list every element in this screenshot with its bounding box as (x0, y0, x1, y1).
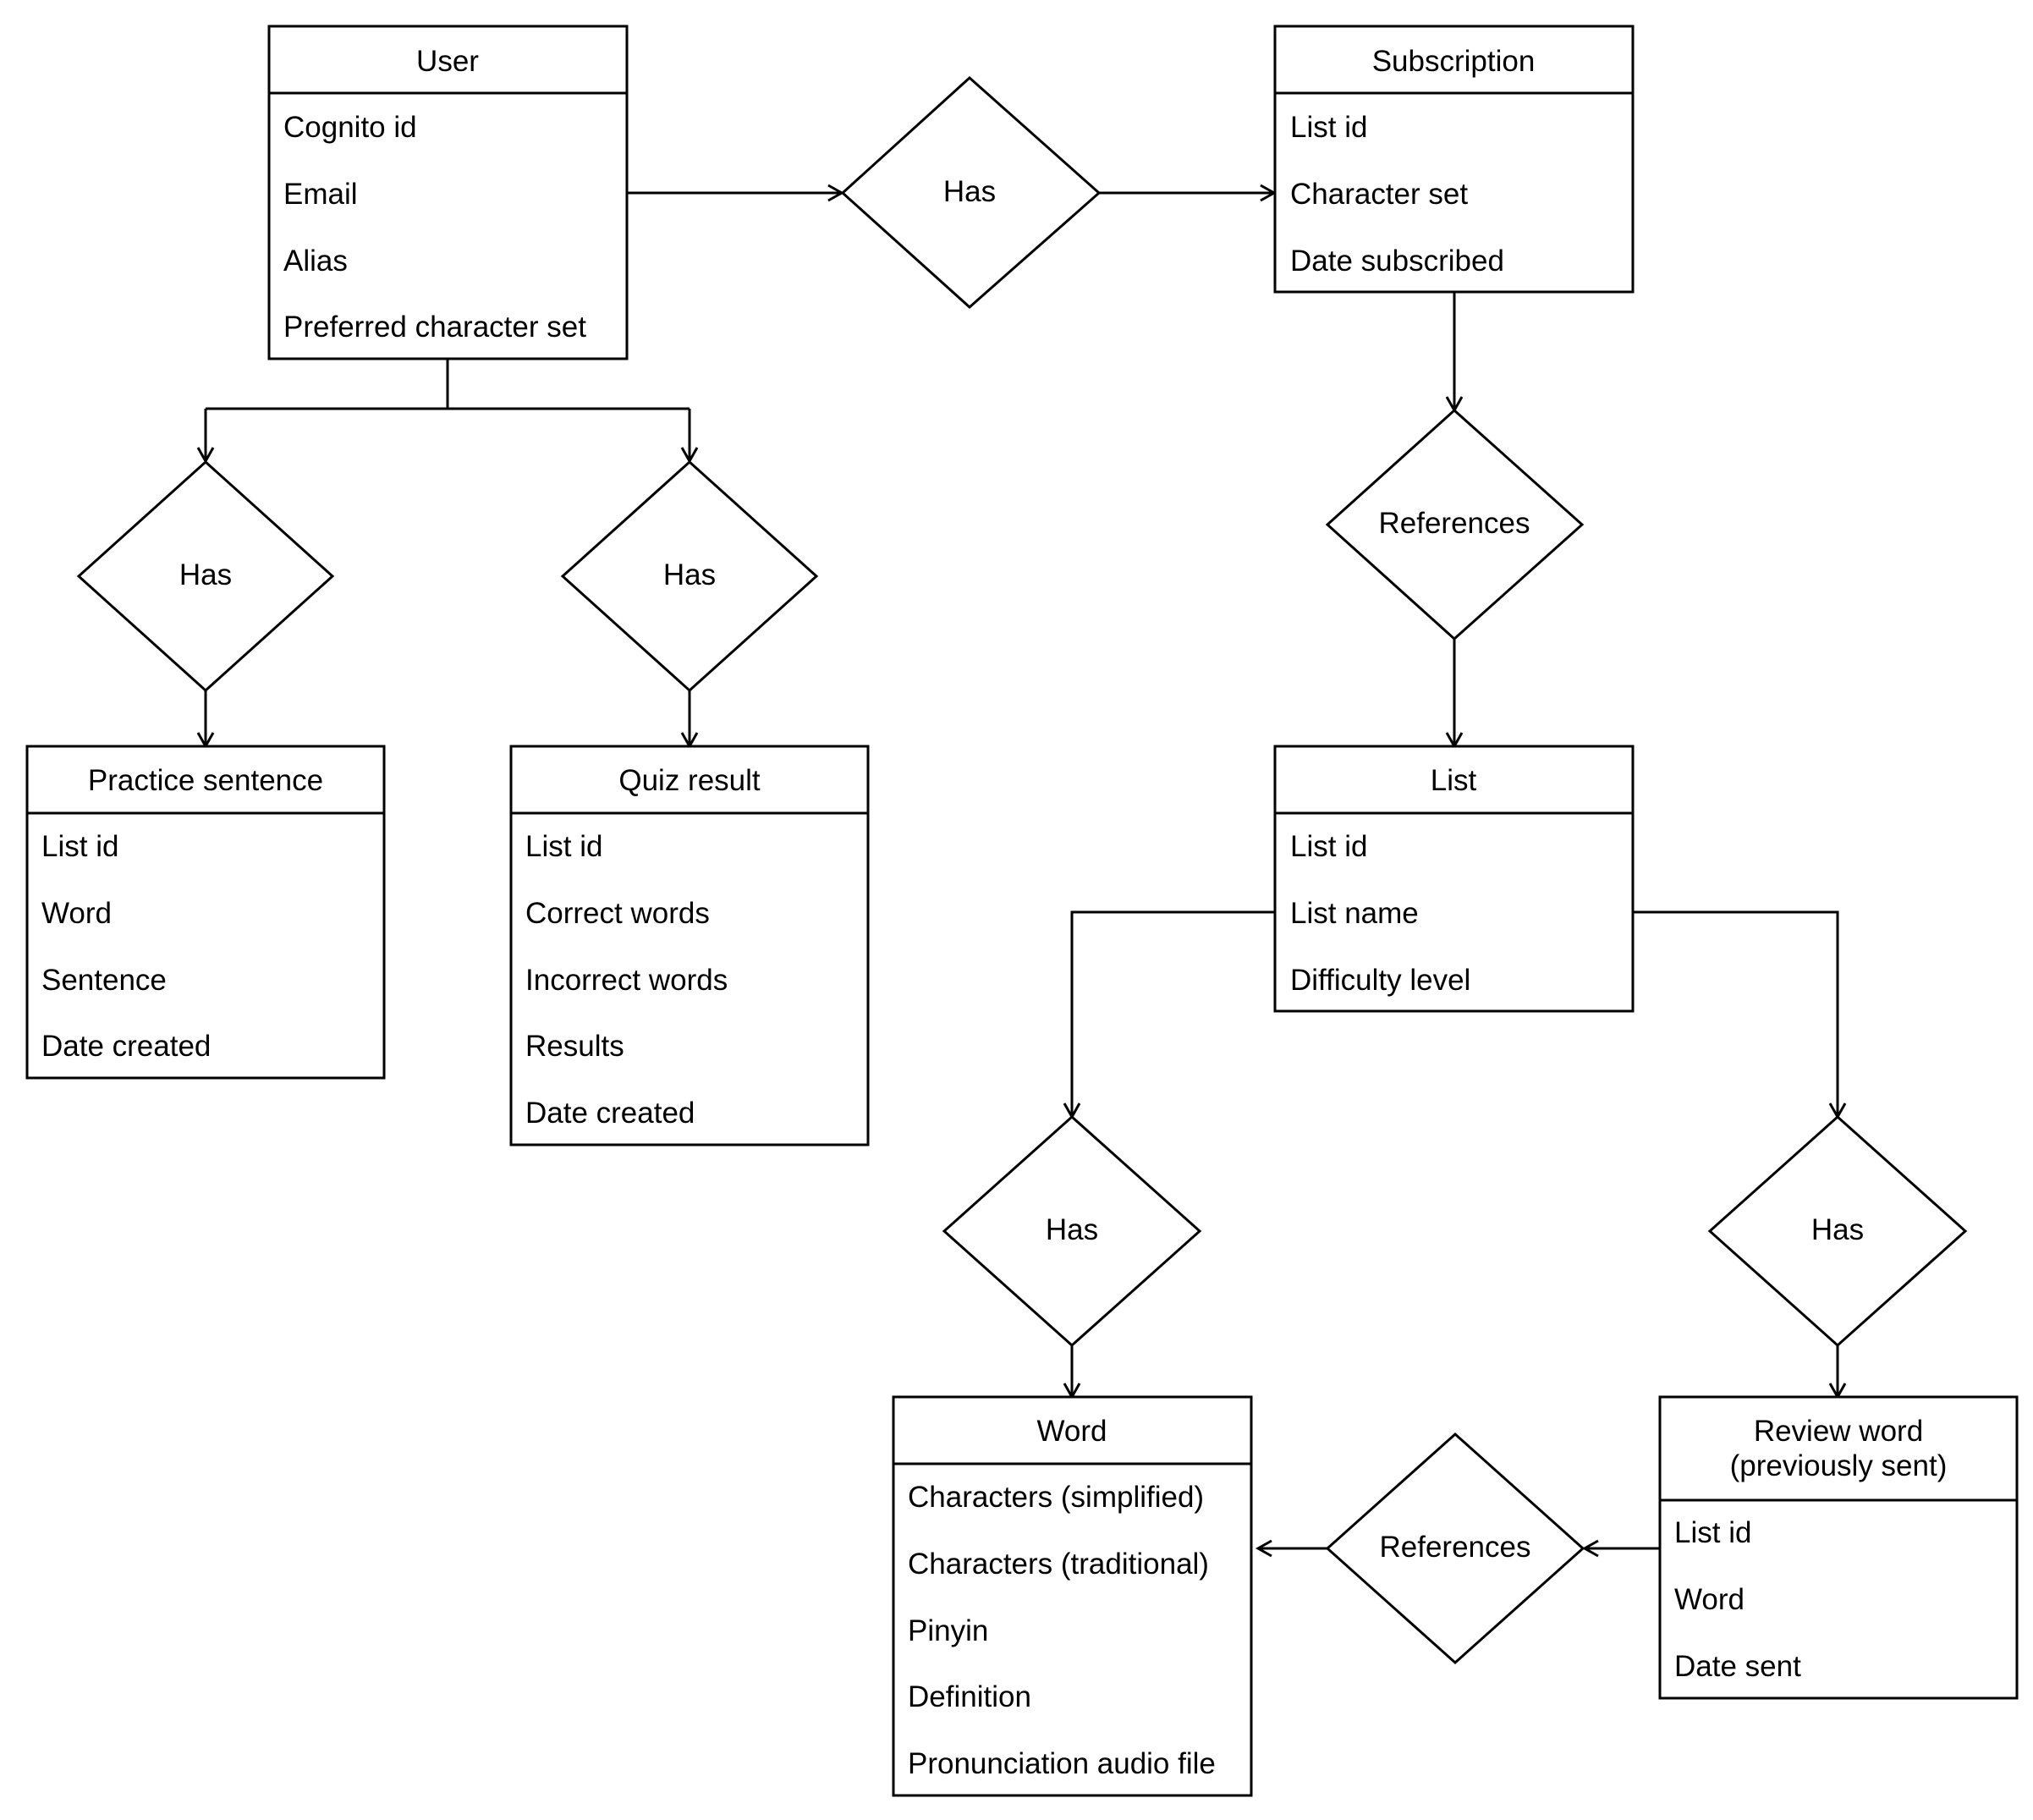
entity-title: Quiz result (618, 764, 761, 797)
entity-attribute: Date created (525, 1097, 695, 1130)
diamond-shape (840, 75, 1102, 310)
entity-attribute: Email (283, 178, 358, 211)
entity-practice-sentence: Practice sentence List id Word Sentence … (25, 745, 386, 1080)
diamond-shape (1325, 408, 1585, 641)
entity-attribute: Difficulty level (1290, 964, 1470, 997)
relationship-label: Has (943, 175, 996, 208)
entity-box (25, 745, 386, 1080)
entity-quiz-result: Quiz result List id Correct words Incorr… (509, 745, 870, 1146)
relationship-list-has-word: Has (942, 1114, 1202, 1348)
relationship-label: Has (1046, 1213, 1098, 1246)
relationship-list-has-review: Has (1707, 1114, 1968, 1348)
entity-title: User (416, 45, 479, 78)
diamond-shape (76, 459, 335, 693)
entity-attribute: Alias (283, 245, 348, 278)
relationship-label: Has (179, 558, 232, 591)
entity-title: List (1431, 764, 1477, 797)
entity-box (1273, 745, 1635, 1013)
entity-box (1658, 1395, 2019, 1700)
entity-word: Word Characters (simplified) Characters … (892, 1395, 1253, 1797)
arrowhead (1255, 1539, 1272, 1558)
entity-box (267, 25, 629, 360)
entity-title-line-1: Review word (1754, 1415, 1923, 1448)
entity-box (1273, 25, 1635, 294)
entity-subscription: Subscription List id Character set Date … (1273, 25, 1635, 294)
entity-attribute: List id (1290, 830, 1367, 863)
relationship-label: Has (663, 558, 716, 591)
entity-attribute: Date created (41, 1030, 211, 1063)
entity-attribute: Characters (simplified) (908, 1481, 1204, 1514)
entity-attribute: Sentence (41, 964, 167, 997)
entity-attribute: Results (525, 1030, 624, 1063)
entity-attribute: Cognito id (283, 111, 417, 144)
entity-attribute: Preferred character set (283, 311, 586, 344)
relationship-user-has-quiz: Has (560, 459, 819, 693)
relationship-user-has-subscription: Has (840, 75, 1102, 310)
relationship-user-has-practice: Has (76, 459, 335, 693)
entity-box (509, 745, 870, 1146)
entity-user: User Cognito id Email Alias Preferred ch… (267, 25, 629, 360)
entity-attribute: Definition (908, 1680, 1031, 1713)
entity-title-line-2: (previously sent) (1730, 1449, 1948, 1482)
entity-attribute: List id (525, 830, 602, 863)
relationship-subscription-references-list: References (1325, 408, 1585, 641)
diamond-shape (1707, 1114, 1968, 1348)
entity-attribute: Pinyin (908, 1614, 988, 1647)
connector-list-has-word (1070, 910, 1275, 1117)
entity-title: Word (1037, 1415, 1107, 1448)
relationship-label: References (1379, 507, 1530, 540)
entity-attribute: Word (1674, 1583, 1745, 1616)
entity-review-word: Review word (previously sent) List id Wo… (1658, 1395, 2019, 1700)
entity-attribute: List id (1290, 111, 1367, 144)
relationship-review-references-word: References (1325, 1432, 1585, 1665)
entity-attribute: List name (1290, 897, 1419, 930)
entity-attribute: Pronunciation audio file (908, 1747, 1216, 1780)
connector-list-has-review (1634, 910, 1839, 1117)
entity-title: Practice sentence (88, 764, 323, 797)
connector-user-fork (204, 359, 691, 461)
entity-attribute: Correct words (525, 897, 710, 930)
diamond-shape (942, 1114, 1202, 1348)
entity-attribute: Date sent (1674, 1650, 1801, 1683)
relationship-label: References (1380, 1531, 1531, 1564)
entity-attribute: Date subscribed (1290, 245, 1504, 278)
entity-attribute: Incorrect words (525, 964, 728, 997)
diamond-shape (1325, 1432, 1585, 1665)
entity-attribute: Characters (traditional) (908, 1548, 1209, 1581)
entity-list: List List id List name Difficulty level (1273, 745, 1635, 1013)
entity-title: Subscription (1372, 45, 1536, 78)
diamond-shape (560, 459, 819, 693)
entity-attribute: List id (1674, 1516, 1751, 1549)
relationship-label: Has (1811, 1213, 1864, 1246)
entity-attribute: List id (41, 830, 118, 863)
entity-attribute: Character set (1290, 178, 1468, 211)
entity-attribute: Word (41, 897, 112, 930)
entity-box (892, 1395, 1253, 1797)
